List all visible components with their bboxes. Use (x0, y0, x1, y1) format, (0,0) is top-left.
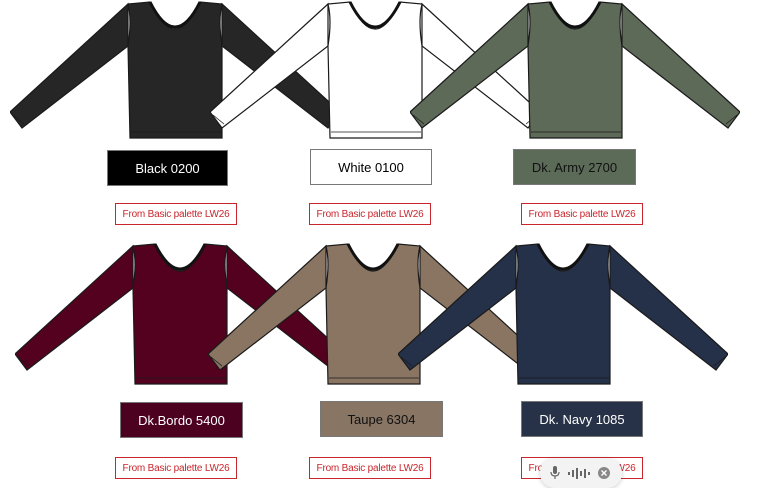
garment-dk-army (410, 1, 740, 139)
audio-wave-icon (568, 468, 590, 479)
palette-note: From Basic palette LW26 (309, 203, 431, 225)
swatch-dk-bordo: Dk.Bordo 5400 (120, 402, 243, 438)
palette-note: From Basic palette LW26 (521, 203, 643, 225)
voice-toolbar (540, 458, 622, 488)
microphone-icon[interactable] (550, 466, 560, 480)
close-icon[interactable] (598, 467, 610, 479)
garment-dk-navy (398, 243, 728, 385)
palette-note: From Basic palette LW26 (115, 203, 237, 225)
tee-shape (398, 243, 728, 385)
palette-note: From Basic palette LW26 (309, 457, 431, 479)
swatch-black: Black 0200 (107, 150, 228, 186)
swatch-white: White 0100 (310, 149, 432, 185)
swatch-dk-navy: Dk. Navy 1085 (521, 401, 643, 437)
swatch-taupe: Taupe 6304 (320, 401, 443, 437)
tee-shape (410, 1, 740, 139)
palette-note: From Basic palette LW26 (115, 457, 237, 479)
swatch-dk-army: Dk. Army 2700 (513, 149, 636, 185)
